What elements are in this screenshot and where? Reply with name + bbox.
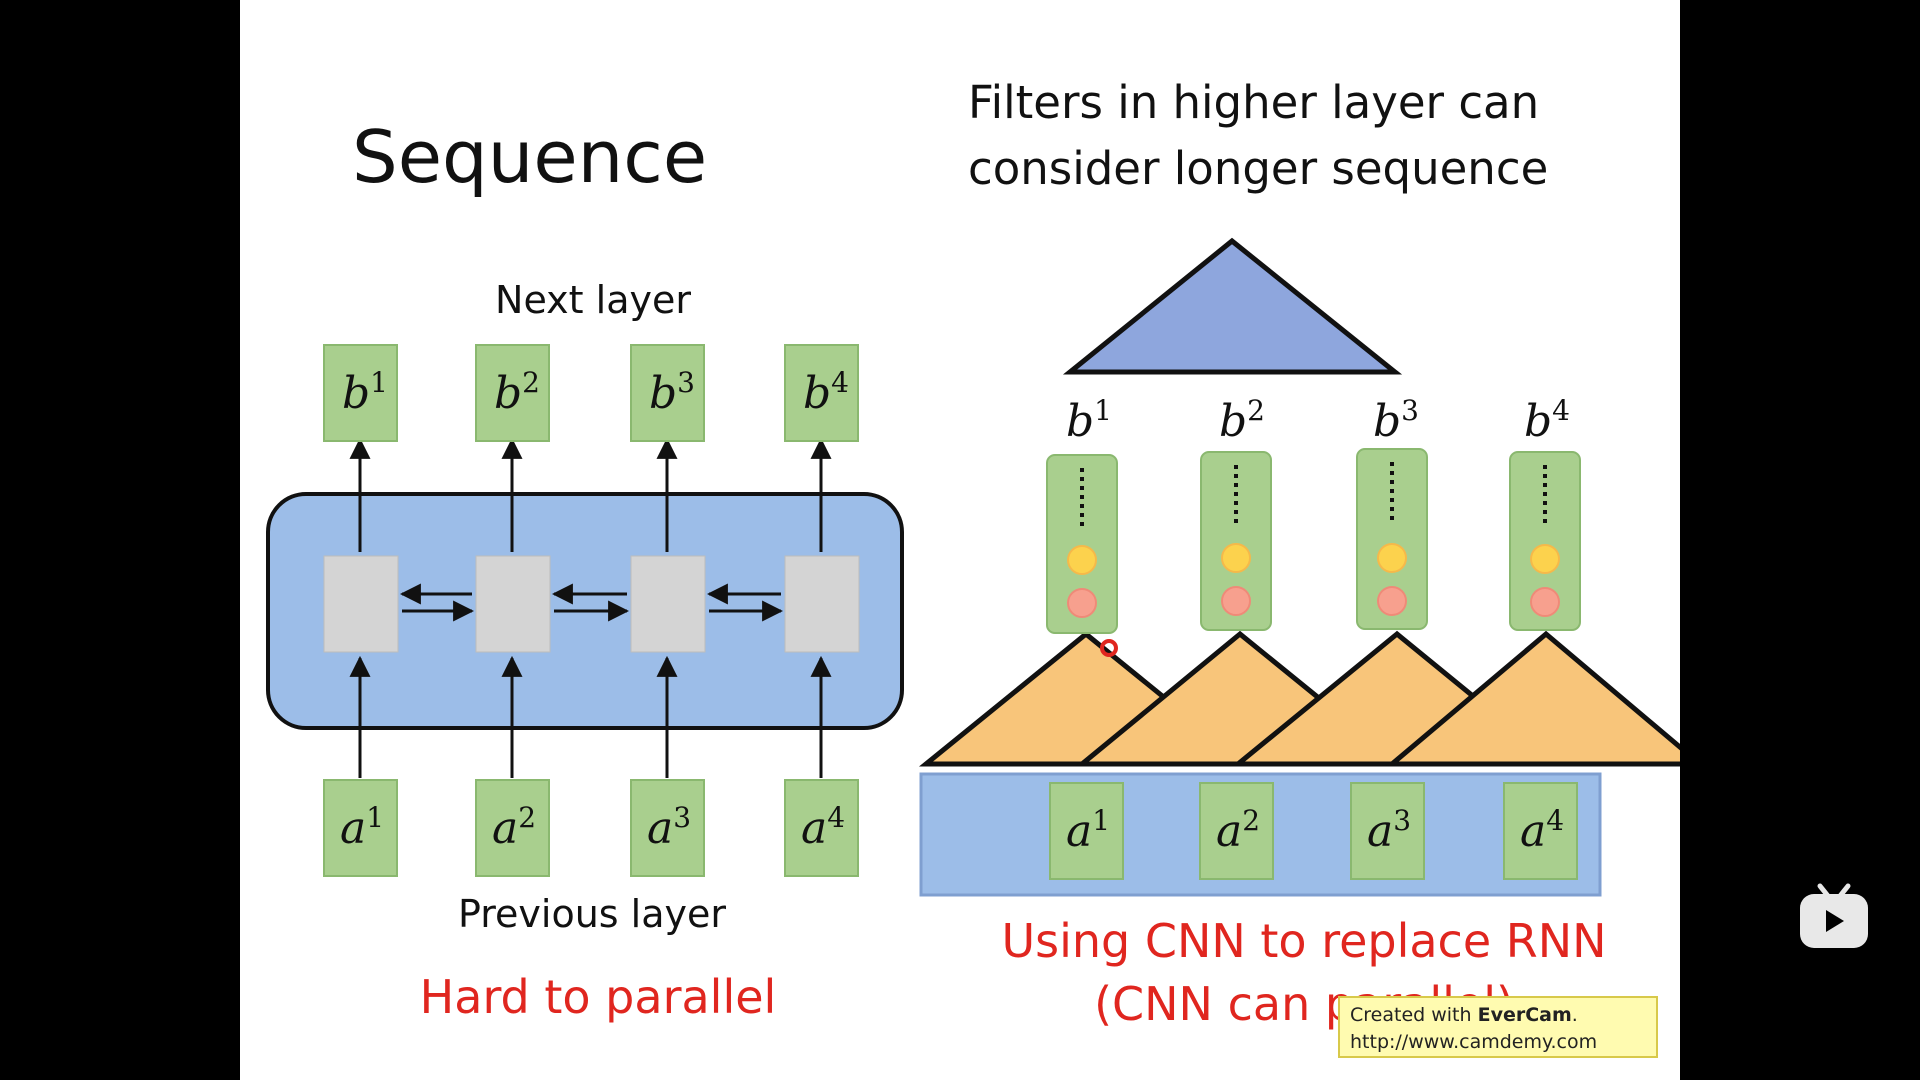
higher-layer-filter-triangle (1062, 237, 1403, 375)
cnn-input-label: a4 (1520, 804, 1564, 857)
cnn-heading-line2: consider longer sequence (968, 142, 1548, 195)
rnn-output-box (323, 344, 398, 442)
laser-pointer (1100, 639, 1118, 657)
rnn-cell (784, 555, 860, 653)
rnn-input-box (630, 779, 705, 877)
slide-canvas: Sequence Next layer b1 b2 b3 b (266, 76, 1680, 1031)
rnn-vertical-arrows (349, 437, 832, 778)
bilibili-tv-icon[interactable] (1798, 880, 1870, 952)
previous-layer-label: Previous layer (458, 892, 726, 936)
rnn-input-box (475, 779, 550, 877)
rnn-cells (323, 555, 860, 653)
cnn-caption-line1: Using CNN to replace RNN (1001, 914, 1606, 968)
rnn-input-label: a1 (340, 801, 384, 854)
cnn-input-box (1049, 782, 1124, 880)
page-title: Sequence (352, 115, 707, 199)
cnn-input-box (1199, 782, 1274, 880)
cnn-input-label: a2 (1216, 804, 1260, 857)
cnn-input-label: a1 (1066, 804, 1110, 857)
cnn-input-box (1503, 782, 1578, 880)
feature-column (1509, 451, 1581, 631)
rnn-output-box (784, 344, 859, 442)
next-layer-label: Next layer (495, 278, 691, 322)
cnn-input-box (1350, 782, 1425, 880)
cnn-output-labels: b1 b2 b3 b4 (1066, 394, 1570, 447)
cnn-inputs: a1 a2 a3 a4 (1049, 782, 1578, 880)
feature-column (1046, 454, 1118, 634)
evercam-watermark: Created with EverCam. http://www.camdemy… (1338, 996, 1658, 1058)
rnn-input-box (323, 779, 398, 877)
filter-triangle (1385, 630, 1680, 767)
watermark-brand: EverCam (1477, 1004, 1572, 1026)
rnn-cell (323, 555, 399, 653)
rnn-input-label: a4 (801, 801, 845, 854)
cnn-feature-columns (1046, 448, 1581, 634)
rnn-input-label: a2 (492, 801, 536, 854)
cnn-input-label: a3 (1367, 804, 1411, 857)
rnn-inputs: a1 a2 a3 a4 (323, 779, 859, 877)
cnn-output-label: b3 (1373, 394, 1419, 447)
rnn-output-label: b3 (649, 366, 695, 419)
rnn-output-label: b4 (803, 366, 849, 419)
rnn-recurrent-arrows (399, 583, 784, 622)
rnn-input-label: a3 (647, 801, 691, 854)
rnn-outputs: b1 b2 b3 b4 (323, 344, 859, 442)
cnn-heading-line1: Filters in higher layer can (968, 76, 1539, 129)
filter-triangles (918, 630, 1680, 767)
watermark-line1: Created with EverCam. (1350, 1004, 1578, 1026)
rnn-output-box (475, 344, 550, 442)
rnn-cell (630, 555, 706, 653)
rnn-output-box (630, 344, 705, 442)
slide: Sequence Next layer b1 b2 b3 b (240, 0, 1680, 1080)
rnn-cell (475, 555, 551, 653)
rnn-output-label: b1 (342, 366, 388, 419)
rnn-input-box (784, 779, 859, 877)
feature-column (1356, 448, 1428, 630)
cnn-output-label: b2 (1219, 394, 1265, 447)
cnn-output-label: b4 (1524, 394, 1570, 447)
feature-column (1200, 451, 1272, 631)
rnn-caption: Hard to parallel (420, 970, 777, 1024)
watermark-url: http://www.camdemy.com (1350, 1031, 1598, 1053)
cnn-output-label: b1 (1066, 394, 1112, 447)
rnn-output-label: b2 (494, 366, 540, 419)
